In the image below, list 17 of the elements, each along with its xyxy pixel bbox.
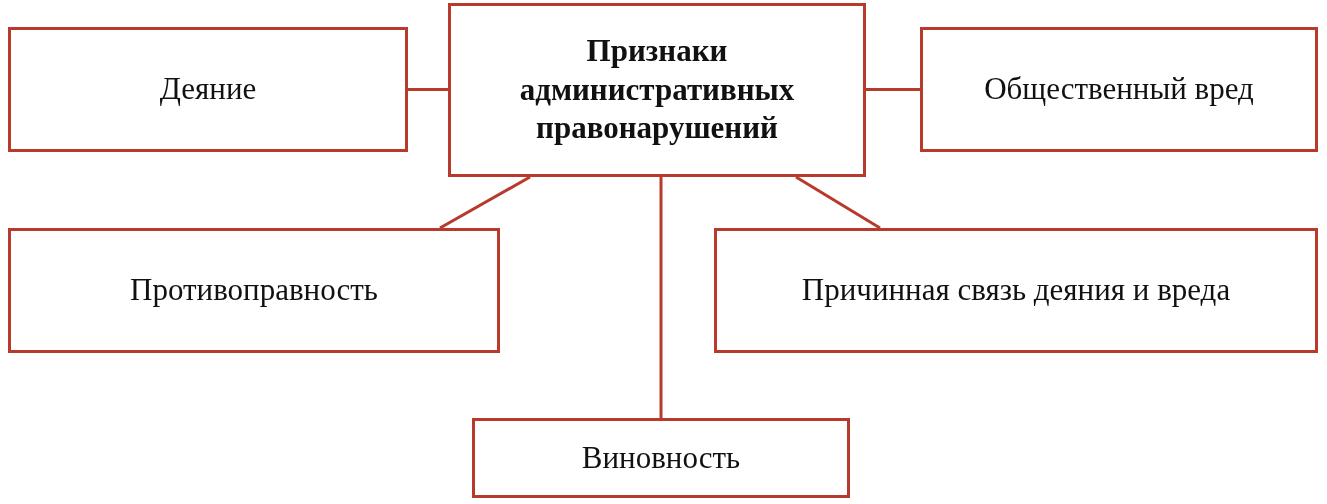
feature-box <box>8 228 500 353</box>
central-box <box>448 3 866 177</box>
connector-line <box>659 177 663 418</box>
connector-line <box>866 88 920 91</box>
feature-box <box>8 27 408 152</box>
heading: Признаки административных правонарушений <box>518 31 796 148</box>
feature-box <box>472 418 850 498</box>
connector-line <box>439 175 531 230</box>
feature-box <box>920 27 1318 152</box>
box-label: Противоправность <box>130 271 378 310</box>
feature-box <box>714 228 1318 353</box>
connector-line <box>795 175 881 230</box>
box-label: Общественный вред <box>984 70 1254 109</box>
box-label: Деяние <box>159 70 257 109</box>
box-label: Виновность <box>581 438 741 477</box>
connector-line <box>408 88 448 91</box>
box-label: Причинная связь деяния и вреда <box>801 271 1231 310</box>
